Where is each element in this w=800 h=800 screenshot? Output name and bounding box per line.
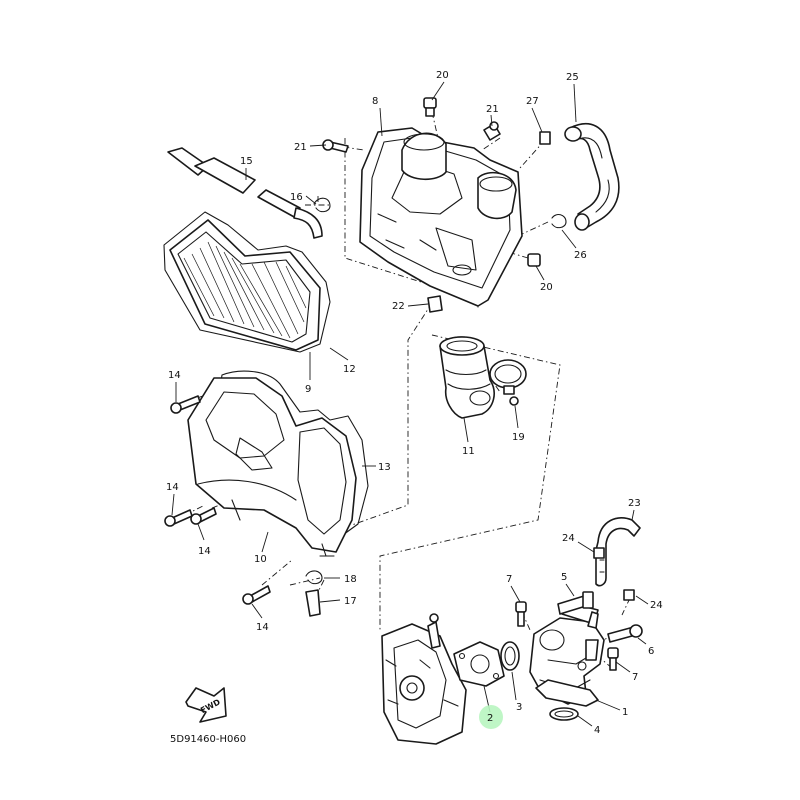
callout-17: 17: [344, 596, 357, 607]
callout-21-right: 21: [486, 104, 499, 115]
callout-9: 9: [305, 384, 311, 395]
callout-6: 6: [648, 646, 654, 657]
o-ring-4: [549, 707, 579, 721]
hose-23: [595, 517, 641, 587]
diagram-code: 5D91460-H060: [170, 734, 246, 745]
callout-2: 2: [487, 713, 493, 724]
callout-21-left: 21: [294, 142, 307, 153]
callout-18: 18: [344, 574, 357, 585]
callout-20-lower: 20: [540, 282, 553, 293]
hose-fitting-24: [585, 547, 635, 661]
highlight-marker: [479, 705, 503, 729]
callout-8: 8: [372, 96, 378, 107]
callout-14-d: 14: [256, 622, 269, 633]
callout-19: 19: [512, 432, 525, 443]
o-ring-3: [500, 641, 520, 671]
bolts: [164, 97, 643, 671]
callout-25: 25: [566, 72, 579, 83]
callout-14-b: 14: [166, 482, 179, 493]
callout-23: 23: [628, 498, 641, 509]
callout-4: 4: [594, 725, 600, 736]
callout-24-right: 24: [650, 600, 663, 611]
callout-14-c: 14: [198, 546, 211, 557]
callout-13: 13: [378, 462, 391, 473]
callout-3: 3: [516, 702, 522, 713]
callout-27: 27: [526, 96, 539, 107]
callout-labels: 8 20 21 27 25 21 15 16 26 20 22 9 12 13 …: [166, 70, 663, 736]
callout-16: 16: [290, 192, 303, 203]
gasket-2: [453, 641, 505, 687]
filter-seal-12: [163, 211, 331, 353]
callout-14-a: 14: [168, 370, 181, 381]
callout-7-lower: 7: [632, 672, 638, 683]
callout-12: 12: [343, 364, 356, 375]
callout-20-top: 20: [436, 70, 449, 81]
joint-11: [439, 336, 495, 419]
callout-1: 1: [622, 707, 628, 718]
breather-pipe-15: [167, 147, 323, 239]
air-cleaner-case-8: [359, 127, 523, 307]
callout-5: 5: [561, 572, 567, 583]
air-cleaner-case-10: [187, 377, 357, 557]
callout-22: 22: [392, 301, 405, 312]
callout-15: 15: [240, 156, 253, 167]
callout-26: 26: [574, 250, 587, 261]
filter-element-9: [169, 219, 321, 351]
filter-pleats: [183, 241, 307, 339]
hose-clamp-19: [489, 359, 527, 406]
hose-25: [564, 123, 620, 231]
callout-24-top: 24: [562, 533, 575, 544]
callout-7-top: 7: [506, 574, 512, 585]
callout-11: 11: [462, 446, 475, 457]
throttle-body-2: [381, 613, 467, 745]
callout-10: 10: [254, 554, 267, 565]
leader-lines: [171, 81, 649, 727]
fwd-arrow-icon: FWD: [185, 687, 227, 723]
